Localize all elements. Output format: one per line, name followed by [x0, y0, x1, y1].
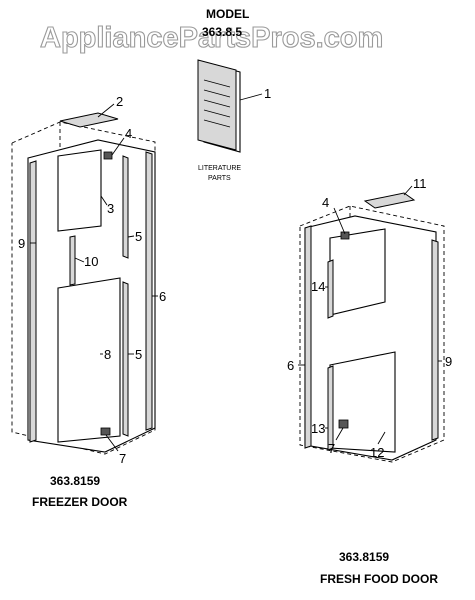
callout-literature: 1	[264, 86, 271, 101]
literature-label-line2: PARTS	[208, 175, 231, 182]
callout-fresh-12: 12	[370, 445, 384, 460]
callout-fresh-6: 6	[287, 358, 294, 373]
callout-freezer-2: 2	[116, 94, 123, 109]
callout-freezer-3: 3	[107, 201, 114, 216]
callout-freezer-10: 10	[84, 254, 98, 269]
freezer-door-assembly	[11, 112, 156, 455]
watermark: AppliancePartsPros.com	[40, 22, 383, 54]
fresh-food-model-caption: 363.8159	[339, 550, 389, 564]
callout-fresh-14: 14	[311, 279, 325, 294]
freezer-door-caption: FREEZER DOOR	[32, 495, 128, 509]
callout-freezer-5a: 5	[135, 229, 142, 244]
callout-fresh-4: 4	[322, 195, 329, 210]
callout-fresh-7: 7	[328, 441, 335, 456]
freezer-model-caption: 363.8159	[50, 474, 100, 488]
fresh-food-door-assembly	[299, 192, 445, 463]
callout-freezer-9: 9	[18, 236, 25, 251]
callout-freezer-6: 6	[159, 289, 166, 304]
callout-freezer-8: 8	[104, 347, 111, 362]
literature-booklet	[197, 59, 241, 153]
callout-freezer-4: 4	[125, 126, 132, 141]
literature-label-line1: LITERATURE	[198, 165, 241, 172]
callout-fresh-9: 9	[445, 354, 452, 369]
model-number: 363.8.5	[202, 25, 242, 39]
callout-freezer-7: 7	[119, 451, 126, 466]
model-label: MODEL	[206, 7, 249, 21]
fresh-food-door-caption: FRESH FOOD DOOR	[320, 572, 438, 586]
callout-fresh-11: 11	[413, 176, 427, 191]
callout-freezer-5b: 5	[135, 347, 142, 362]
callout-fresh-13: 13	[311, 421, 325, 436]
